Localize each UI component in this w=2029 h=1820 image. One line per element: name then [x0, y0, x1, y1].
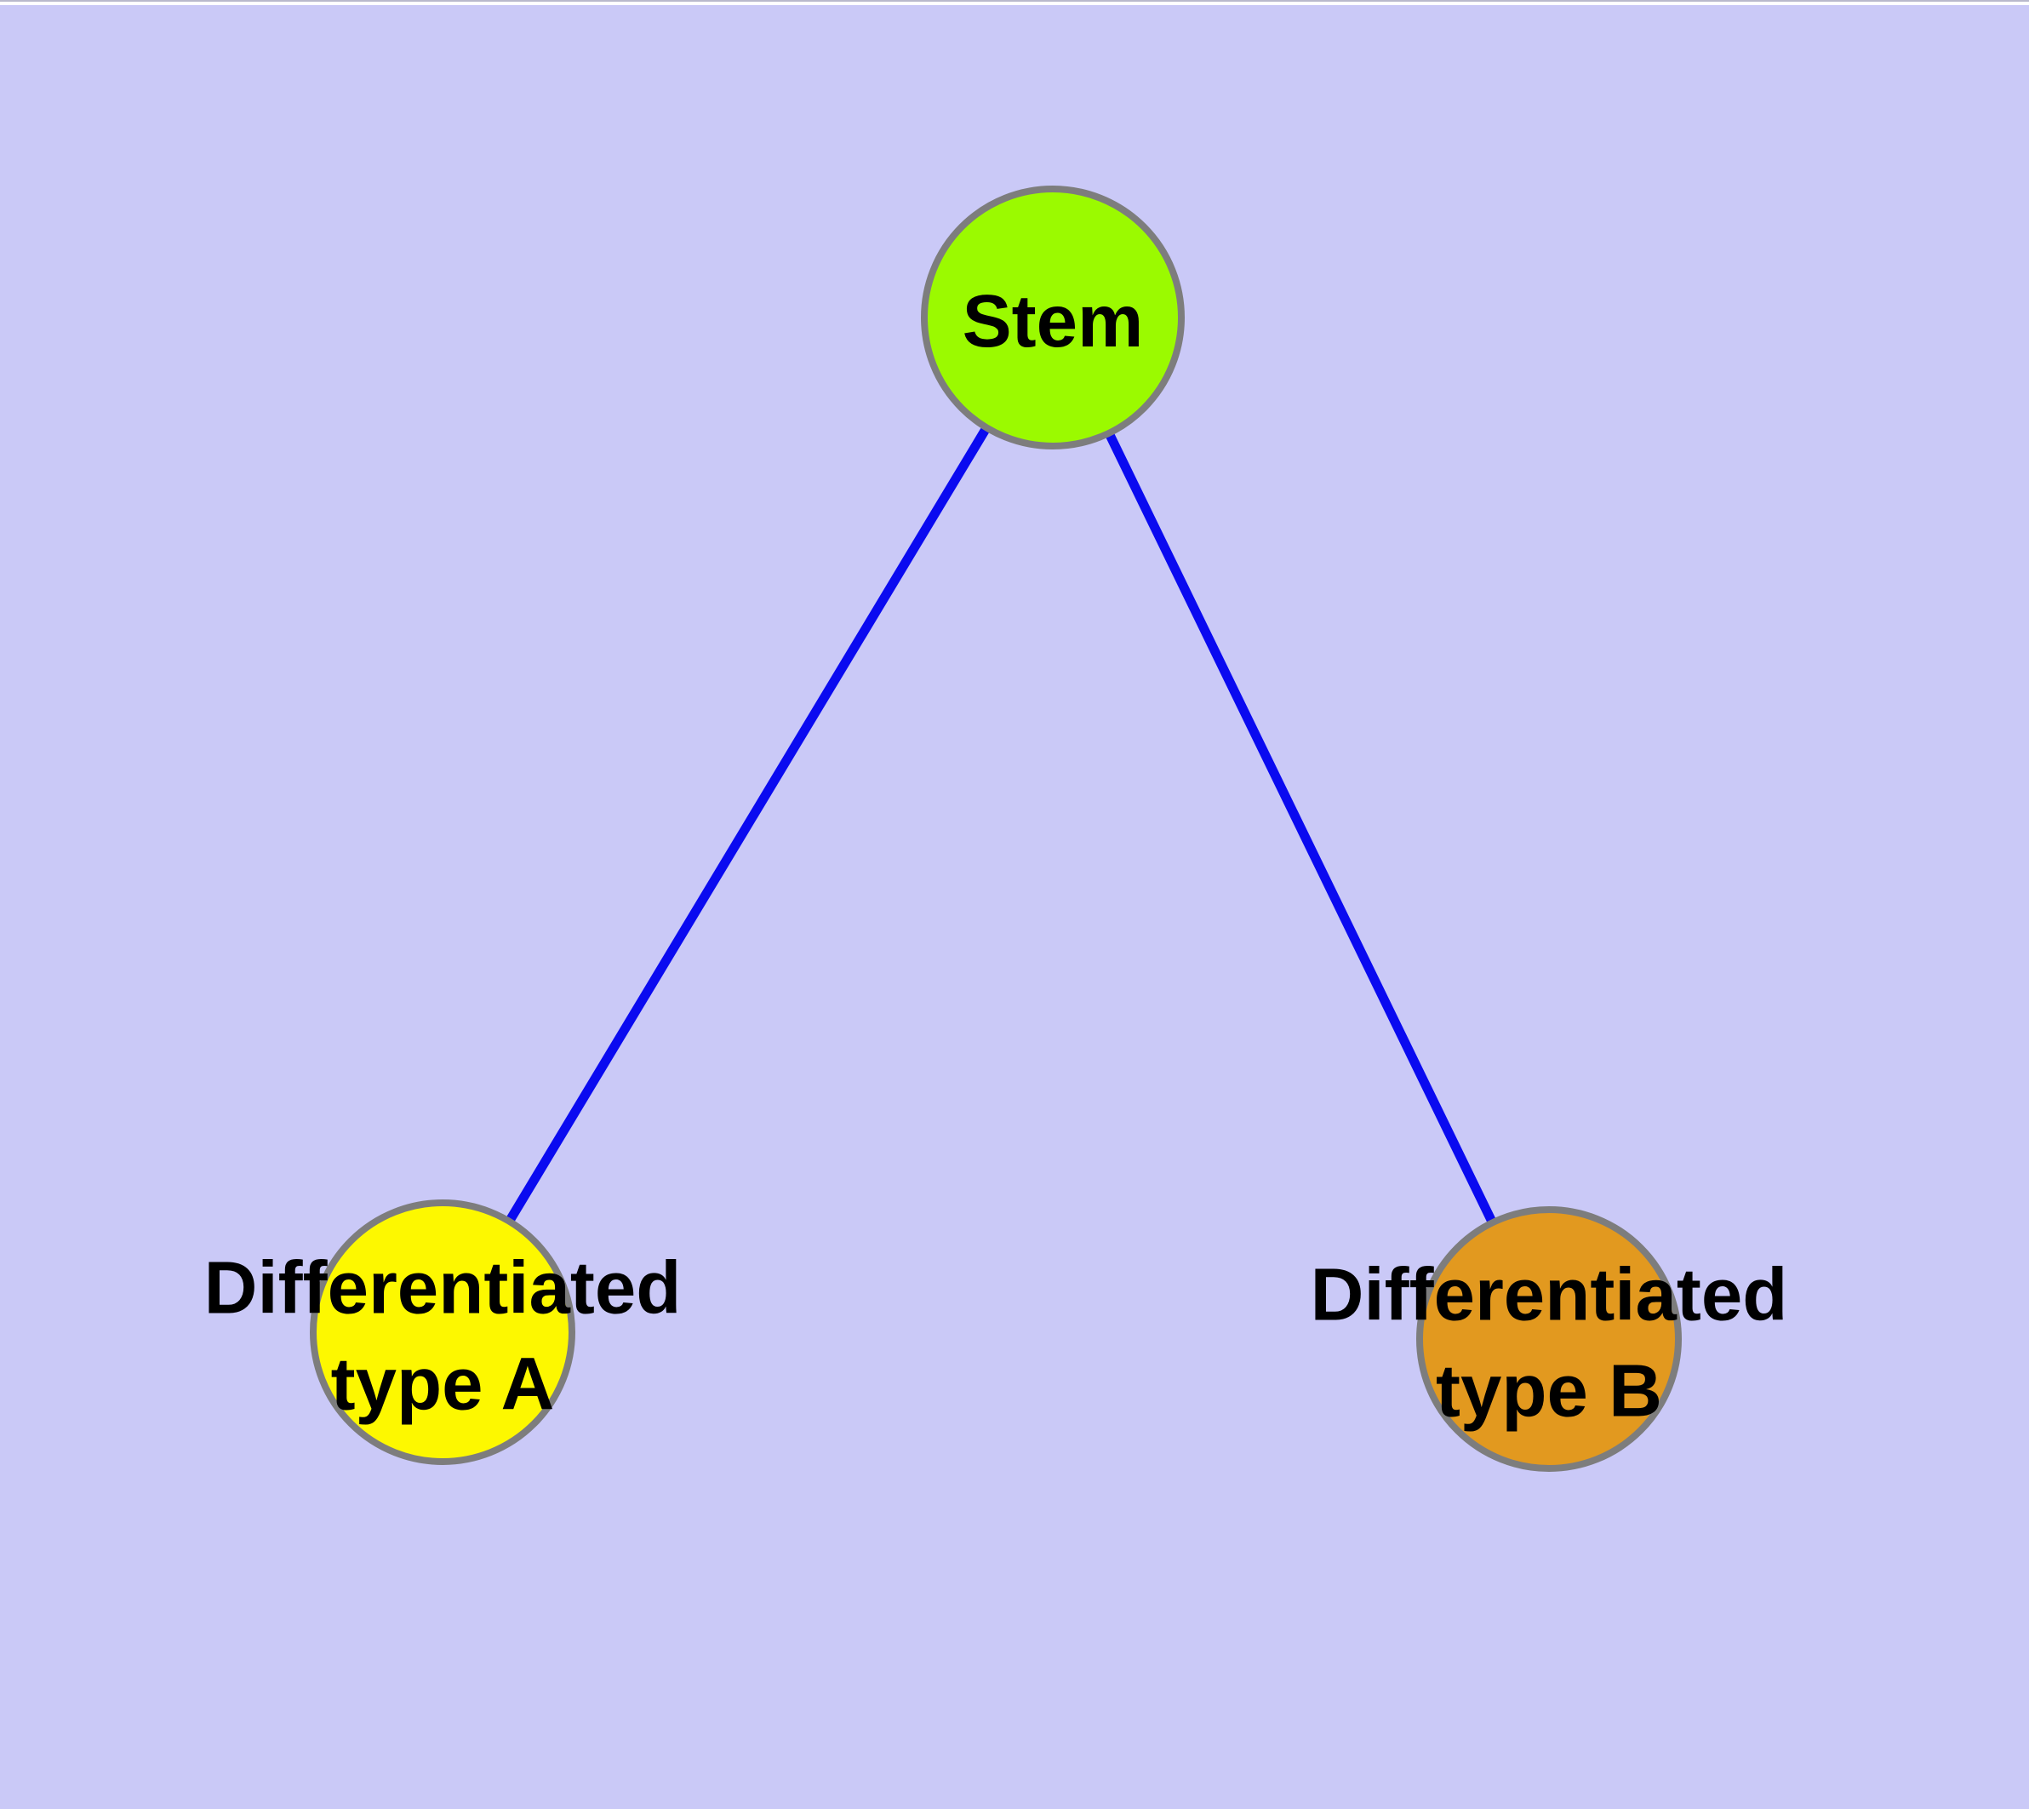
node-stem — [921, 186, 1185, 449]
node-label-line: Differentiated — [1311, 1254, 1788, 1336]
node-label-line: Stem — [963, 280, 1144, 363]
node-label-differentiated-type-b: Differentiated type B — [1311, 1254, 1788, 1433]
node-label-line: type B — [1436, 1350, 1662, 1433]
node-label-line: type A — [331, 1343, 555, 1426]
window-top-hairline — [0, 0, 2029, 2]
node-label-differentiated-type-a: Differentiated type A — [204, 1247, 682, 1426]
node-label-stem: Stem — [963, 280, 1144, 363]
node-differentiated-type-a — [310, 1199, 575, 1465]
edge-stem-to-differentiated-type-a — [438, 315, 1057, 1335]
node-differentiated-type-b — [1416, 1206, 1682, 1472]
edge-stem-to-differentiated-type-b — [1049, 315, 1553, 1342]
node-label-line: Differentiated — [204, 1247, 682, 1330]
